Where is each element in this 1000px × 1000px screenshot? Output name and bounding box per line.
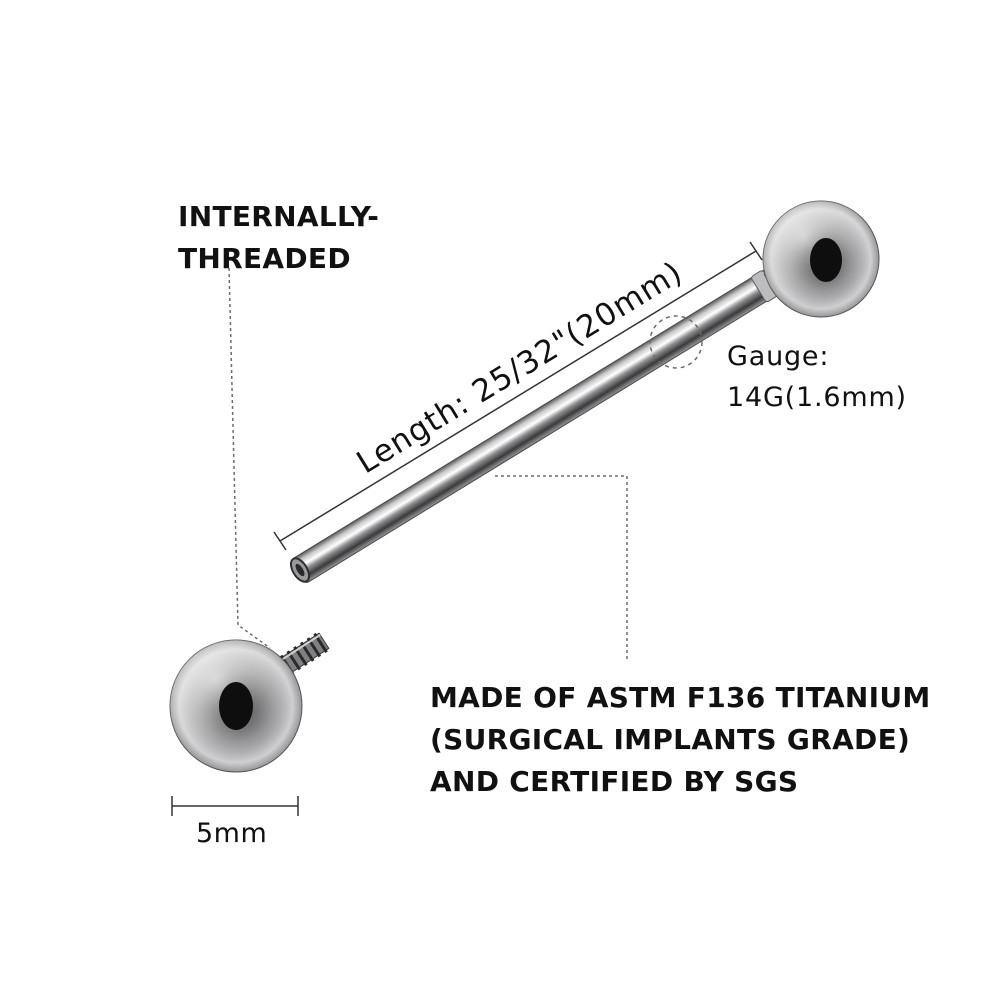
material-line-1: MADE OF ASTM F136 TITANIUM [430,681,931,714]
top-ball-icon [762,200,880,318]
gauge-value: 14G(1.6mm) [727,381,907,413]
threaded-line-1: INTERNALLY- [178,200,380,233]
material-label: MADE OF ASTM F136 TITANIUM (SURGICAL IMP… [430,677,931,803]
detached-ball-icon [169,639,303,773]
material-leader-line [495,475,628,660]
material-line-2: (SURGICAL IMPLANTS GRADE) [430,723,911,756]
internally-threaded-label: INTERNALLY- THREADED [178,196,379,280]
length-dimension-line [273,241,763,551]
gauge-callout-circle [649,315,703,369]
gauge-title: Gauge: [727,341,830,372]
ball-size-label: 5mm [196,818,268,849]
threaded-end-icon [289,557,311,583]
gauge-label: Gauge: 14G(1.6mm) [727,337,907,418]
ball-dimension-line [171,796,299,816]
barbell-shaft [291,263,793,583]
threaded-line-2: THREADED [178,242,351,275]
material-line-3: AND CERTIFIED BY SGS [430,765,799,798]
threaded-leader-line [228,267,271,649]
